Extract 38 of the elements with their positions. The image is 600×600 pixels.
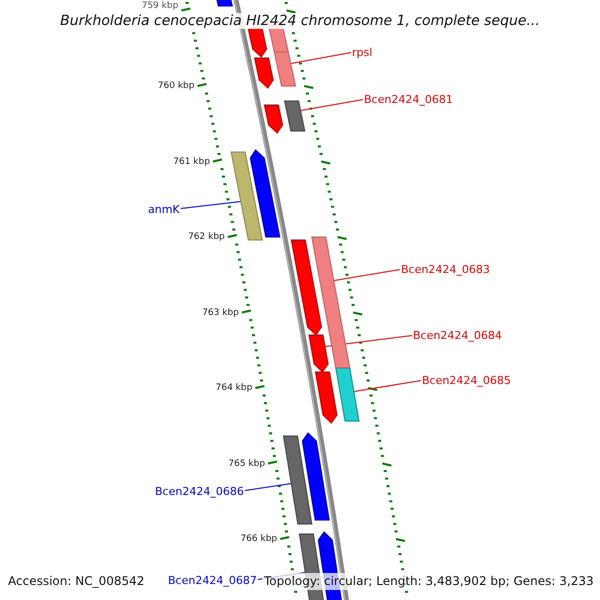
leader-line [244, 483, 292, 491]
gene-label: Bcen2424_0687 [168, 574, 257, 587]
gene-label: Bcen2424_0681 [364, 93, 453, 106]
gene-block [254, 58, 274, 89]
scale-label: 764 kbp [216, 383, 252, 394]
leader-line [180, 201, 242, 209]
accession-text: Accession: NC_008542 [6, 573, 146, 590]
gene-block [230, 152, 263, 240]
gene-block [282, 436, 312, 524]
gene-block [314, 372, 338, 424]
gene-label: rpsl [352, 46, 372, 59]
gene-label: Bcen2424_0686 [155, 485, 244, 498]
gene-block [247, 28, 268, 58]
scale-label: 759 kbp [142, 1, 178, 12]
gene-block [274, 52, 296, 86]
gene-block [250, 149, 280, 238]
gene-block [264, 104, 284, 134]
gene-label: anmK [148, 203, 180, 216]
scale-label: 761 kbp [173, 156, 210, 168]
gene-label: Bcen2424_0684 [413, 329, 502, 342]
gene-block [311, 236, 350, 368]
scale-label: 763 kbp [202, 308, 239, 318]
gene-block [284, 100, 306, 132]
gene-block [308, 334, 329, 373]
gene-block [335, 368, 360, 422]
topology-text: Topology: circular; Length: 3,483,902 bp; Genes: 3,233 [262, 573, 596, 590]
gene-block [302, 432, 330, 520]
scale-label: 766 kbp [240, 534, 278, 545]
gene-block [290, 240, 322, 336]
scale-label: 762 kbp [188, 232, 225, 243]
gene-label: Bcen2424_0683 [401, 263, 490, 276]
scale-label: 765 kbp [228, 458, 266, 470]
leader-line [290, 52, 352, 64]
leader-line [300, 99, 364, 111]
gene-label: Bcen2424_0685 [422, 374, 511, 387]
scale-label: 760 kbp [158, 81, 194, 92]
gene-block [214, 0, 233, 6]
leader-line [353, 380, 422, 392]
